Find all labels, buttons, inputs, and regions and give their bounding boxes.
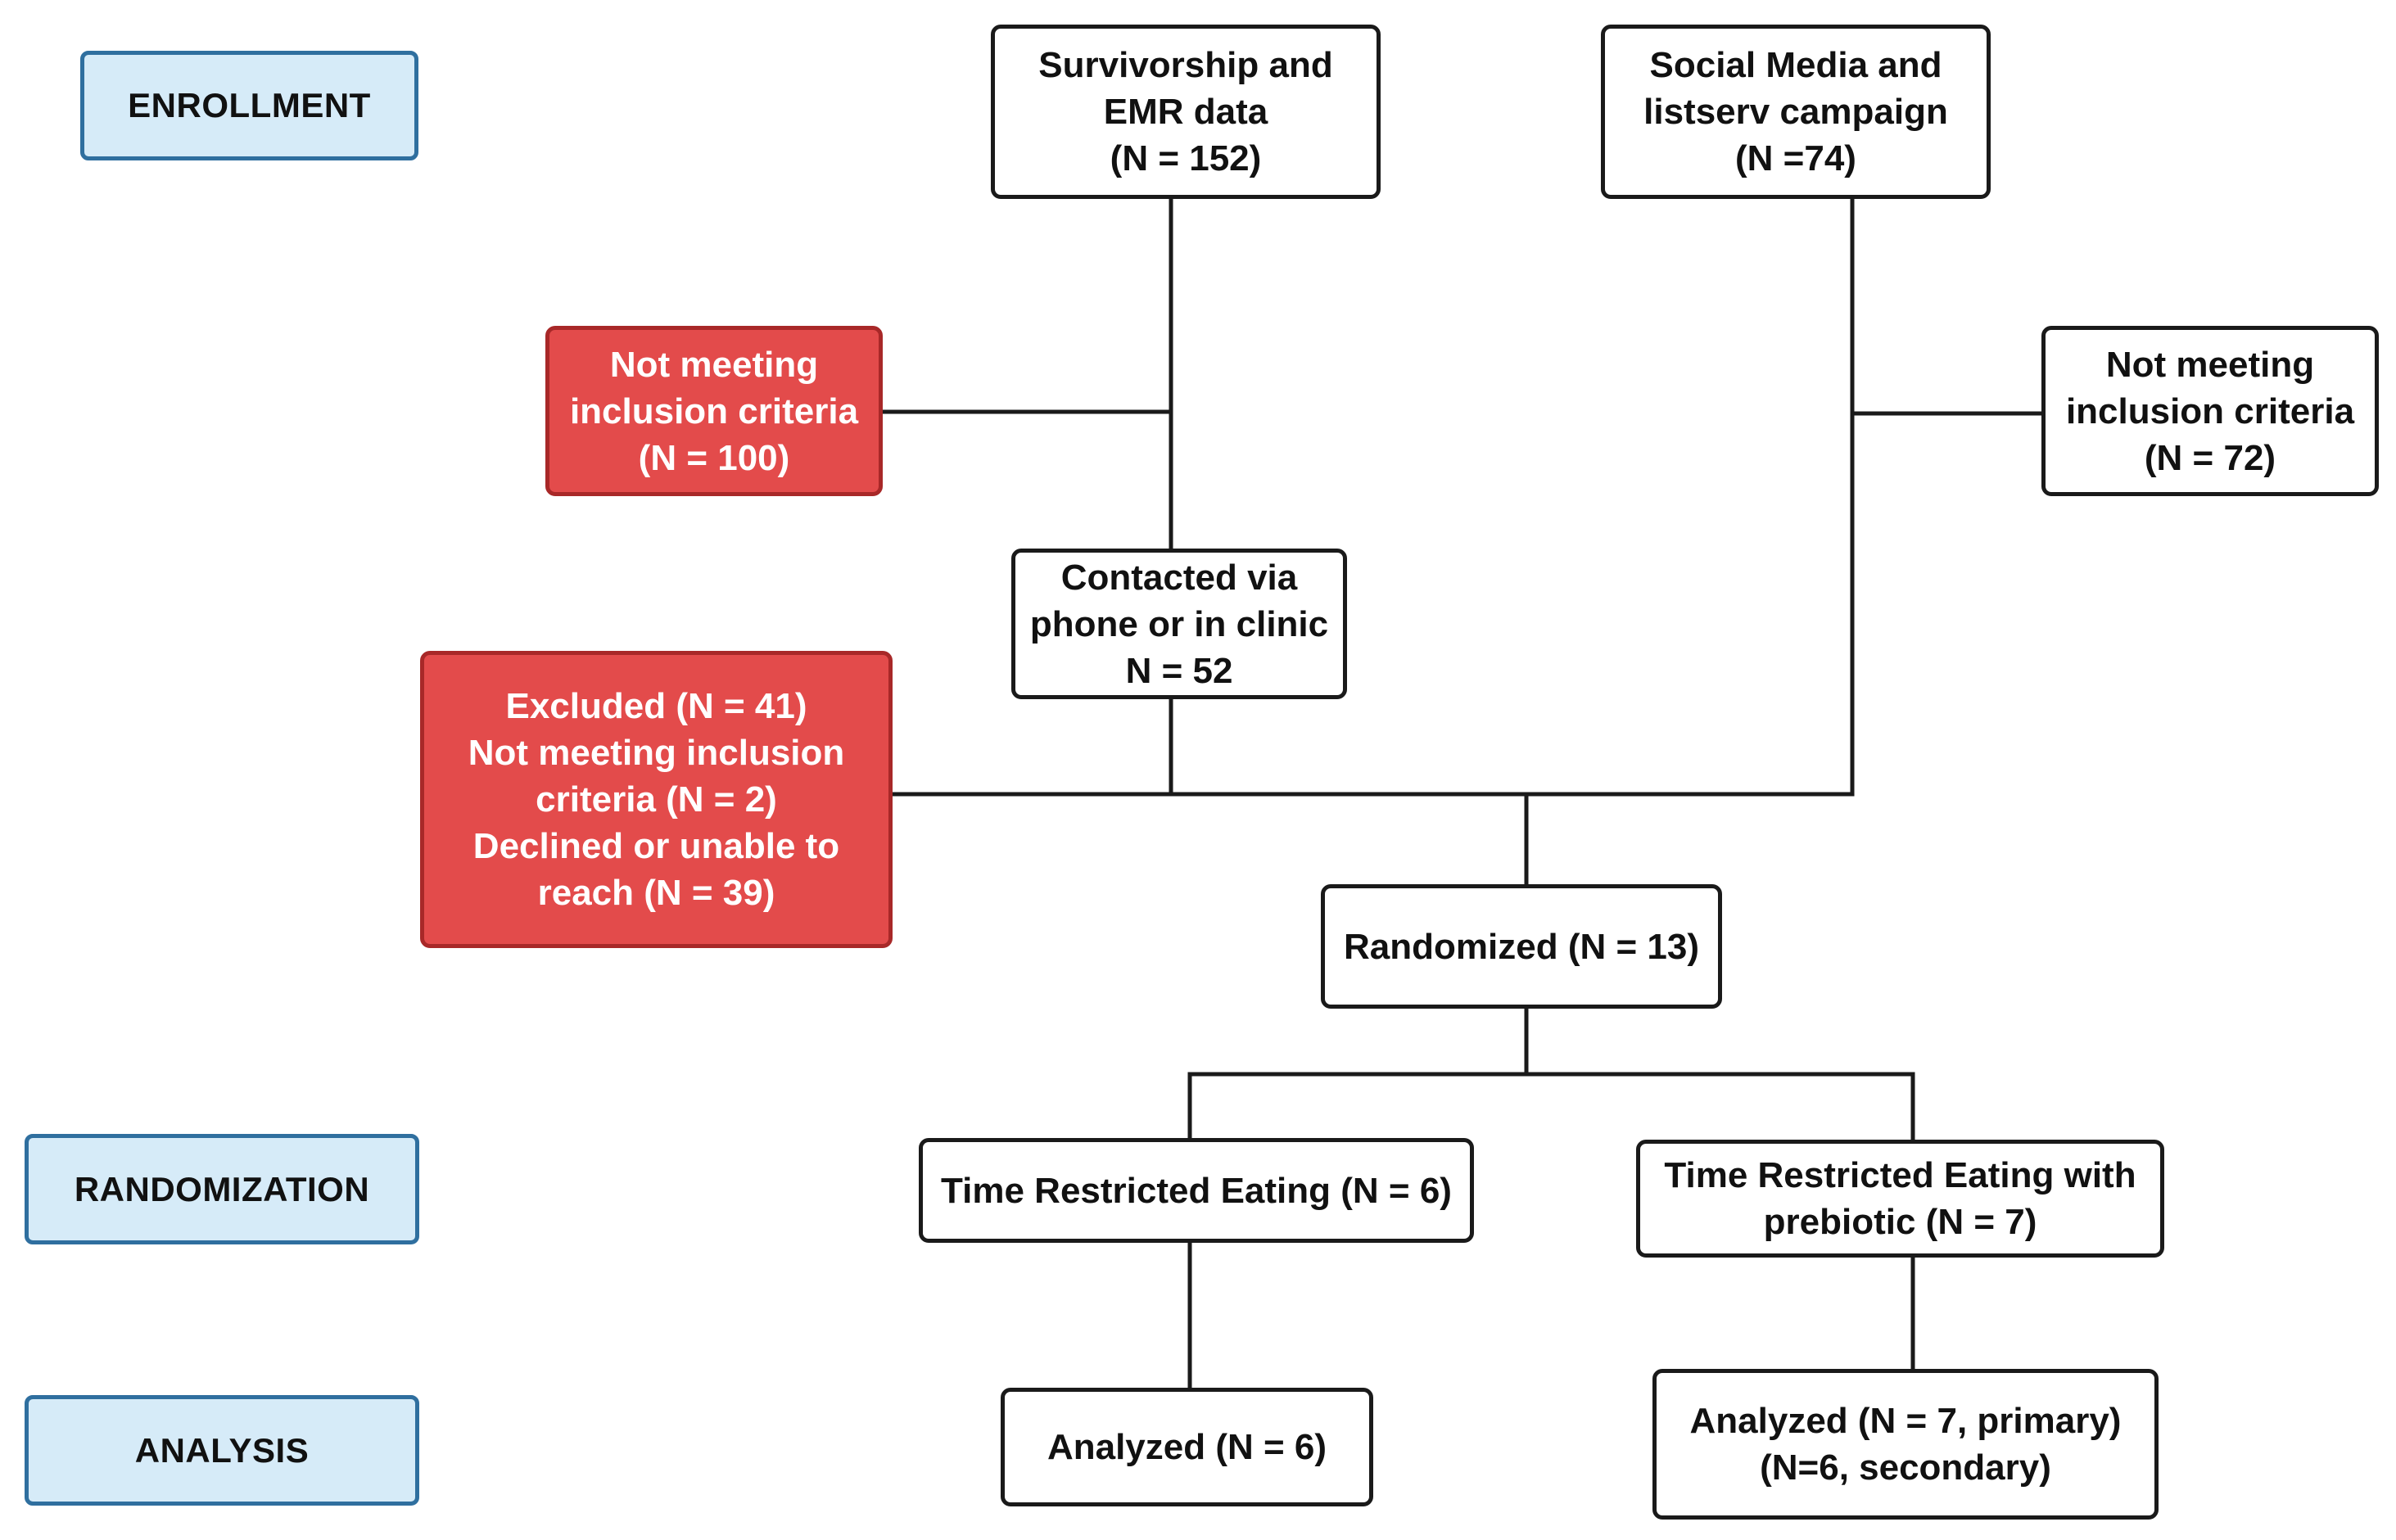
box-line: Time Restricted Eating (N = 6) (941, 1170, 1452, 1211)
box-line: (N = 72) (2144, 437, 2276, 478)
stage-randomization-label: RANDOMIZATION (74, 1169, 370, 1208)
box-line: Not meeting (609, 344, 819, 385)
tre-prebiotic-arm-box: Time Restricted Eating with prebiotic (N… (1636, 1140, 2164, 1258)
box-line: (N=6, secondary) (1760, 1447, 2051, 1488)
box-line: phone or in clinic (1029, 603, 1329, 644)
box-line: EMR data (1103, 92, 1268, 132)
survivorship-emr-box: Survivorship and EMR data (N = 152) (991, 25, 1381, 199)
box-line: Randomized (N = 13) (1344, 926, 1699, 967)
box-line: Survivorship and (1038, 45, 1333, 85)
stage-enrollment: ENROLLMENT (80, 51, 418, 160)
box-line: N = 52 (1125, 650, 1233, 691)
stage-enrollment-label: ENROLLMENT (128, 86, 371, 124)
box-line: Time Restricted Eating with (1664, 1155, 2136, 1195)
social-media-box: Social Media and listserv campaign (N =7… (1601, 25, 1991, 199)
box-line: criteria (N = 2) (536, 779, 777, 820)
box-line: Declined or unable to (472, 826, 840, 866)
box-line: Analyzed (N = 7, primary) (1689, 1401, 2122, 1441)
box-line: reach (N = 39) (537, 873, 775, 913)
box-line: (N = 152) (1110, 138, 1262, 178)
box-line: Contacted via (1060, 557, 1298, 598)
analyzed-left-box: Analyzed (N = 6) (1001, 1388, 1373, 1506)
box-line: inclusion criteria (569, 391, 859, 431)
stage-analysis-label: ANALYSIS (134, 1430, 310, 1470)
randomized-box: Randomized (N = 13) (1321, 884, 1722, 1009)
contacted-box: Contacted via phone or in clinic N = 52 (1011, 549, 1347, 699)
stage-analysis: ANALYSIS (25, 1395, 419, 1506)
box-line: listserv campaign (1643, 92, 1948, 132)
stage-randomization: RANDOMIZATION (25, 1134, 419, 1244)
box-line: (N =74) (1735, 138, 1856, 178)
box-line: Social Media and (1649, 45, 1942, 85)
box-line: Not meeting inclusion (468, 733, 845, 773)
box-line: (N = 100) (638, 437, 790, 478)
analyzed-right-box: Analyzed (N = 7, primary) (N=6, secondar… (1652, 1369, 2159, 1520)
excluded-box: Excluded (N = 41) Not meeting inclusion … (420, 651, 893, 948)
box-line: prebiotic (N = 7) (1763, 1202, 2037, 1242)
box-line: Analyzed (N = 6) (1047, 1427, 1327, 1467)
box-line: Excluded (N = 41) (505, 686, 807, 726)
box-line: Not meeting (2105, 344, 2315, 385)
not-meeting-criteria-right-box: Not meeting inclusion criteria (N = 72) (2041, 326, 2379, 496)
box-line: inclusion criteria (2065, 391, 2355, 431)
not-meeting-criteria-left-box: Not meeting inclusion criteria (N = 100) (545, 326, 883, 496)
tre-arm-box: Time Restricted Eating (N = 6) (919, 1138, 1474, 1243)
